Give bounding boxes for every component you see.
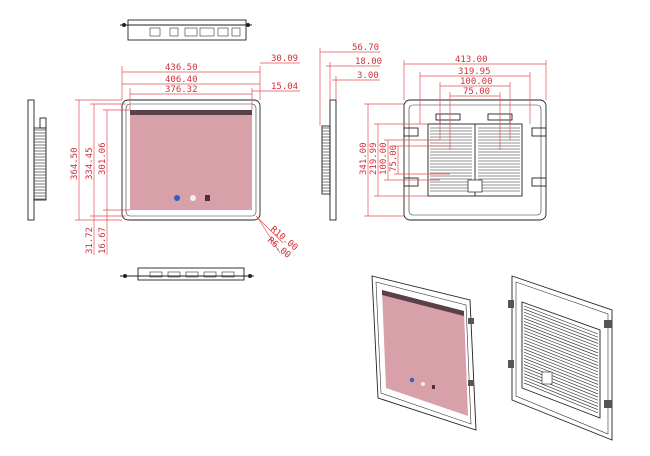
app-icon: [174, 195, 180, 201]
front-screen: [130, 110, 252, 210]
heatsink-fin: [523, 367, 599, 398]
heatsink-fin: [523, 345, 599, 376]
bottom-view: [120, 267, 254, 281]
heatsink-fin: [523, 314, 599, 344]
heatsink-fin: [523, 358, 599, 388]
dim-rear-bracket-3: 75.00: [463, 87, 490, 97]
heatsink-fin: [523, 361, 599, 392]
heatsink-fin: [523, 324, 599, 354]
dim-front-height-mid: 334.45: [85, 147, 95, 180]
app-icon: [432, 385, 435, 389]
heatsink-fin: [523, 382, 599, 414]
front-horizontal-dimensions: 436.50 406.40 376.32 30.09 15.04: [121, 54, 300, 110]
app-icon: [409, 377, 415, 383]
left-side-view: [27, 99, 47, 221]
heatsink-fin: [523, 370, 599, 401]
dim-front-top-offset: 30.09: [271, 54, 298, 64]
app-icon: [205, 195, 210, 201]
dim-rear-bracket-2: 100.00: [460, 77, 493, 87]
front-view: [121, 99, 261, 221]
corner-radius-callouts: R10.00 R6.00: [255, 215, 299, 261]
dim-rear-bracket-1: 319.95: [458, 67, 491, 77]
heatsink-fin: [523, 330, 599, 360]
heatsink-fin: [523, 321, 599, 351]
heatsink-fin: [523, 305, 599, 335]
heatsink-fin: [523, 373, 599, 404]
dim-front-bottom-outer: 31.72: [85, 227, 95, 254]
heatsink-fin: [523, 311, 599, 341]
heatsink-fin: [523, 376, 599, 407]
heatsink-fin: [523, 379, 599, 410]
isometric-rear-view: [508, 275, 613, 441]
dim-front-bottom-inner: 16.67: [98, 227, 108, 254]
front-vertical-dimensions: 364.50 334.45 301.06 31.72 16.67: [70, 99, 130, 255]
dim-rear-height: 341.00: [359, 142, 369, 175]
side-depth-dimensions: 56.70 18.00 3.00: [319, 43, 382, 126]
rear-horizontal-dimensions: 413.00 319.95 100.00 75.00: [403, 55, 547, 150]
dim-rear-width: 413.00: [455, 55, 488, 65]
heatsink-fin: [523, 336, 599, 366]
rear-view: [403, 99, 547, 221]
rear-vertical-dimensions: 341.00 219.99 100.00 75.00: [359, 103, 450, 217]
heatsink-fin: [523, 318, 599, 347]
heatsink-fin: [523, 333, 599, 363]
heatsink-fin: [523, 348, 599, 379]
dim-rear-vert-3: 75.00: [389, 145, 399, 172]
dim-front-side-offset: 15.04: [271, 82, 298, 92]
dim-depth-bezel: 3.00: [357, 71, 379, 81]
app-icon: [190, 195, 196, 201]
heatsink-fin: [523, 364, 599, 395]
heatsink-fin: [523, 354, 599, 385]
dim-rear-vert-2: 100.00: [379, 142, 389, 175]
dim-front-width-inner: 376.32: [165, 85, 198, 95]
side-depth-view: [321, 99, 337, 221]
dim-depth-mid: 18.00: [355, 57, 382, 67]
dim-rear-vert-1: 219.99: [369, 142, 379, 175]
heatsink-fin: [523, 342, 599, 373]
heatsink-fin: [523, 308, 599, 338]
isometric-front-view: [371, 275, 477, 431]
dim-front-height-outer: 364.50: [70, 147, 80, 180]
heatsink-fin: [523, 351, 599, 382]
dim-depth-total: 56.70: [352, 43, 379, 53]
dim-front-width-mid: 406.40: [165, 75, 198, 85]
dim-front-height-inner: 301.06: [98, 142, 108, 175]
heatsink-fin: [523, 327, 599, 357]
heatsink-fin: [523, 339, 599, 369]
top-view: [120, 19, 252, 41]
app-icon: [421, 382, 425, 386]
dim-front-width-outer: 436.50: [165, 63, 198, 73]
